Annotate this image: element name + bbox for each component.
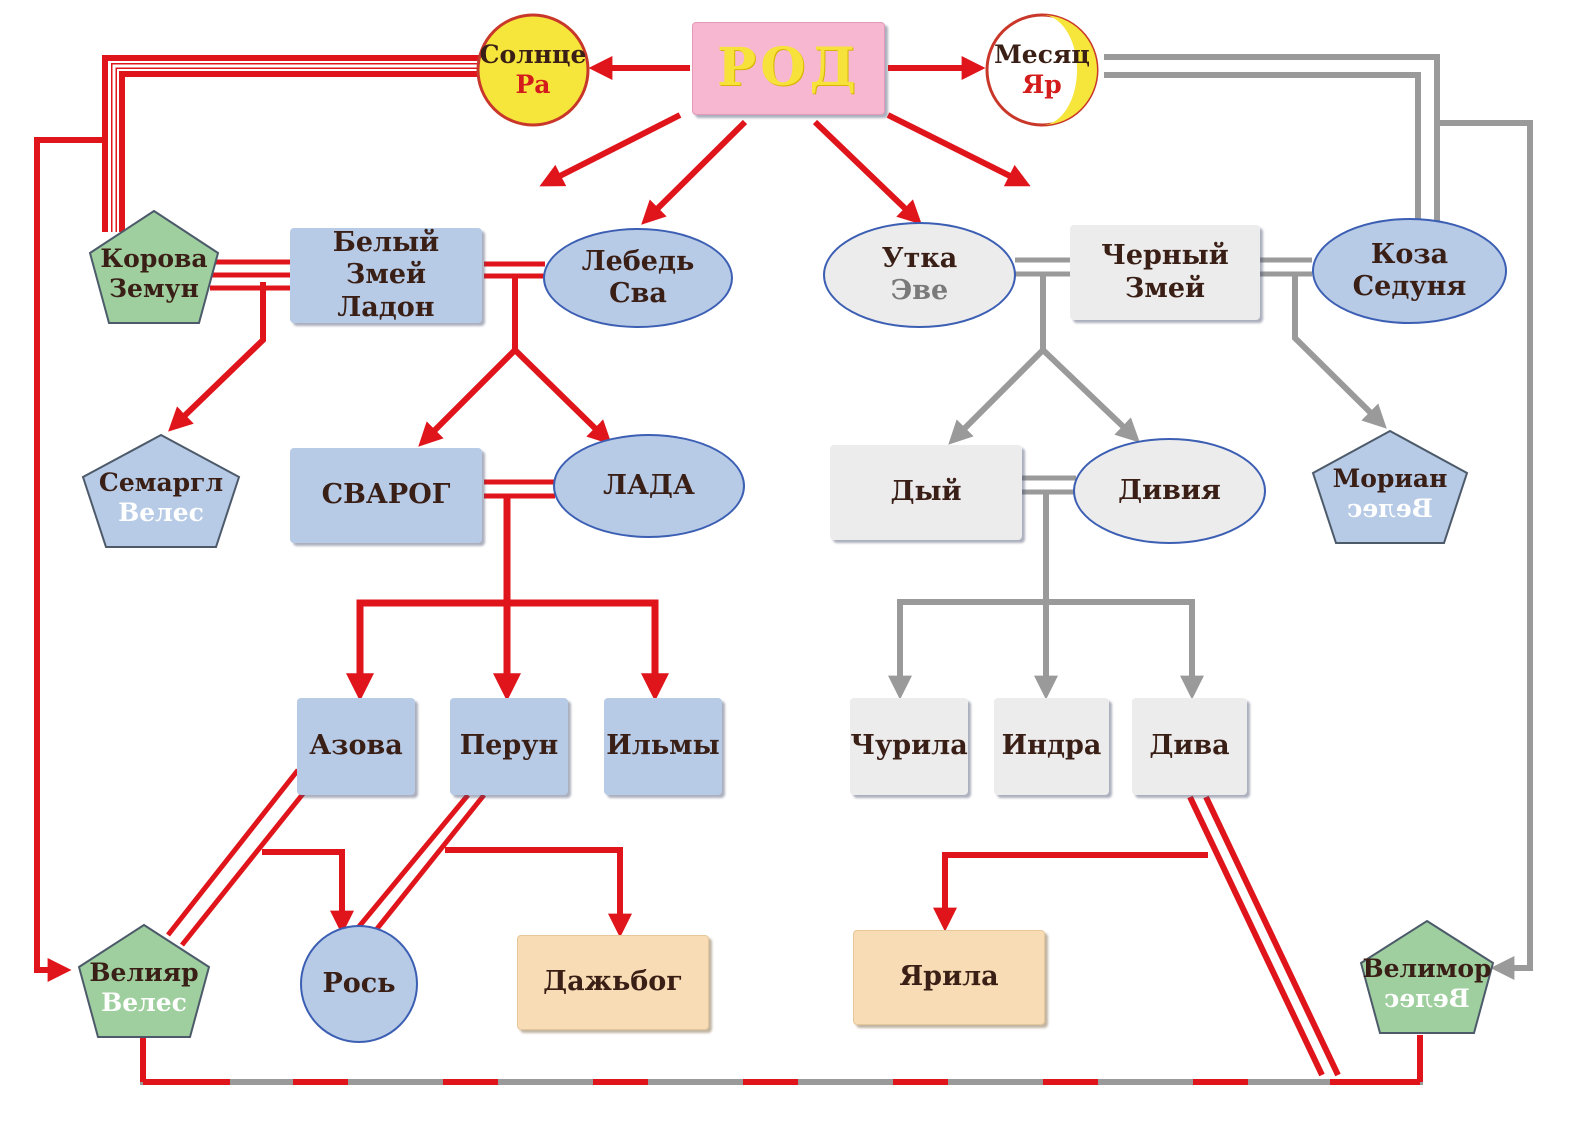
dyi-label: Дый bbox=[890, 476, 962, 508]
korova-sublabel: Земун bbox=[109, 274, 199, 303]
ilmy-node: Ильмы bbox=[604, 698, 722, 795]
solnce-label: Солнце bbox=[479, 40, 587, 69]
lada-node: ЛАДА bbox=[553, 434, 745, 538]
diviya-node: Дивия bbox=[1073, 438, 1266, 544]
pentagon-shape bbox=[1311, 429, 1469, 544]
lebed-label: Лебедь bbox=[581, 245, 695, 277]
azova-label: Азова bbox=[309, 730, 403, 762]
solnce-sublabel: Ра bbox=[515, 70, 551, 99]
lebed-sublabel: Сва bbox=[609, 278, 667, 309]
svarog-label: СВАРОГ bbox=[321, 479, 451, 511]
velimor-sublabel: Велес bbox=[1384, 984, 1470, 1013]
morian-sublabel: Велес bbox=[1347, 494, 1433, 523]
koza-label: Коза bbox=[1370, 238, 1449, 270]
lebed-node: Лебедь Сва bbox=[543, 228, 733, 328]
yarila-node: Ярила bbox=[853, 930, 1045, 1025]
chernyi-zmei-node: Черный Змей bbox=[1070, 225, 1260, 320]
moon-circle-shape bbox=[985, 13, 1099, 127]
rod-node: РОД bbox=[692, 22, 885, 115]
morian-node: Мориан Велес bbox=[1310, 428, 1470, 546]
veliyar-sublabel: Велес bbox=[101, 988, 187, 1017]
mesyac-node: Месяц Яр bbox=[982, 12, 1102, 128]
azova-node: Азова bbox=[297, 698, 415, 795]
yarila-label: Ярила bbox=[899, 961, 999, 993]
rod-arrows bbox=[539, 56, 1031, 225]
perun-label: Перун bbox=[459, 730, 559, 762]
dazhbog-node: Дажьбог bbox=[517, 935, 709, 1030]
semargl-label: Семаргл bbox=[98, 468, 224, 497]
svarog-node: СВАРОГ bbox=[290, 448, 482, 543]
morian-label: Мориан bbox=[1332, 464, 1448, 493]
korova-node: Корова Земун bbox=[87, 208, 221, 326]
dyi-node: Дый bbox=[830, 445, 1022, 540]
semargl-node: Семаргл Велес bbox=[80, 432, 242, 550]
belyi-zmei-sublabel: Ладон bbox=[337, 291, 435, 323]
mesyac-sublabel: Яр bbox=[1022, 70, 1062, 99]
indra-label: Индра bbox=[1001, 730, 1102, 762]
chernyi-zmei-label: Черный bbox=[1101, 240, 1229, 272]
mesyac-label: Месяц bbox=[994, 40, 1090, 69]
ros-label: Рось bbox=[322, 967, 396, 999]
chernyi-zmei-sublabel: Змей bbox=[1124, 272, 1206, 304]
belyi-zmei-label: Белый Змей bbox=[332, 226, 440, 291]
perun-node: Перун bbox=[450, 698, 568, 795]
bottom-line bbox=[140, 1035, 1423, 1085]
dazhbog-label: Дажьбог bbox=[543, 966, 683, 998]
koza-sublabel: Седуня bbox=[1352, 271, 1467, 302]
diviya-label: Дивия bbox=[1118, 474, 1221, 506]
pentagon-shape bbox=[1359, 919, 1495, 1034]
indra-node: Индра bbox=[994, 698, 1109, 795]
utka-label: Утка bbox=[881, 242, 958, 274]
korova-label: Корова bbox=[100, 244, 208, 273]
ilmy-label: Ильмы bbox=[606, 730, 720, 762]
solnce-node: Солнце Ра bbox=[475, 12, 591, 128]
velimor-node: Велимор Велес bbox=[1358, 918, 1496, 1036]
pentagon-shape bbox=[88, 209, 220, 324]
right-grey-lines bbox=[1104, 54, 1533, 980]
veliyar-label: Велияр bbox=[89, 958, 199, 987]
velimor-label: Велимор bbox=[1362, 954, 1492, 983]
semargl-sublabel: Велес bbox=[118, 498, 204, 527]
rod-label: РОД bbox=[717, 37, 860, 99]
diva-node: Дива bbox=[1132, 698, 1247, 795]
churila-node: Чурила bbox=[850, 698, 968, 795]
belyi-zmei-node: Белый Змей Ладон bbox=[290, 226, 482, 323]
pentagon-shape bbox=[81, 433, 241, 548]
utka-sublabel: Эве bbox=[890, 275, 949, 306]
koza-node: Коза Седуня bbox=[1312, 218, 1507, 324]
lada-label: ЛАДА bbox=[603, 469, 695, 501]
korova-zmei-link bbox=[210, 259, 545, 291]
churila-label: Чурила bbox=[850, 730, 968, 762]
ros-node: Рось bbox=[300, 925, 418, 1043]
pentagon-shape bbox=[77, 923, 211, 1038]
utka-node: Утка Эве bbox=[823, 222, 1016, 328]
diva-label: Дива bbox=[1149, 730, 1230, 762]
veliyar-node: Велияр Велес bbox=[76, 922, 212, 1040]
sun-circle-shape bbox=[476, 13, 590, 127]
